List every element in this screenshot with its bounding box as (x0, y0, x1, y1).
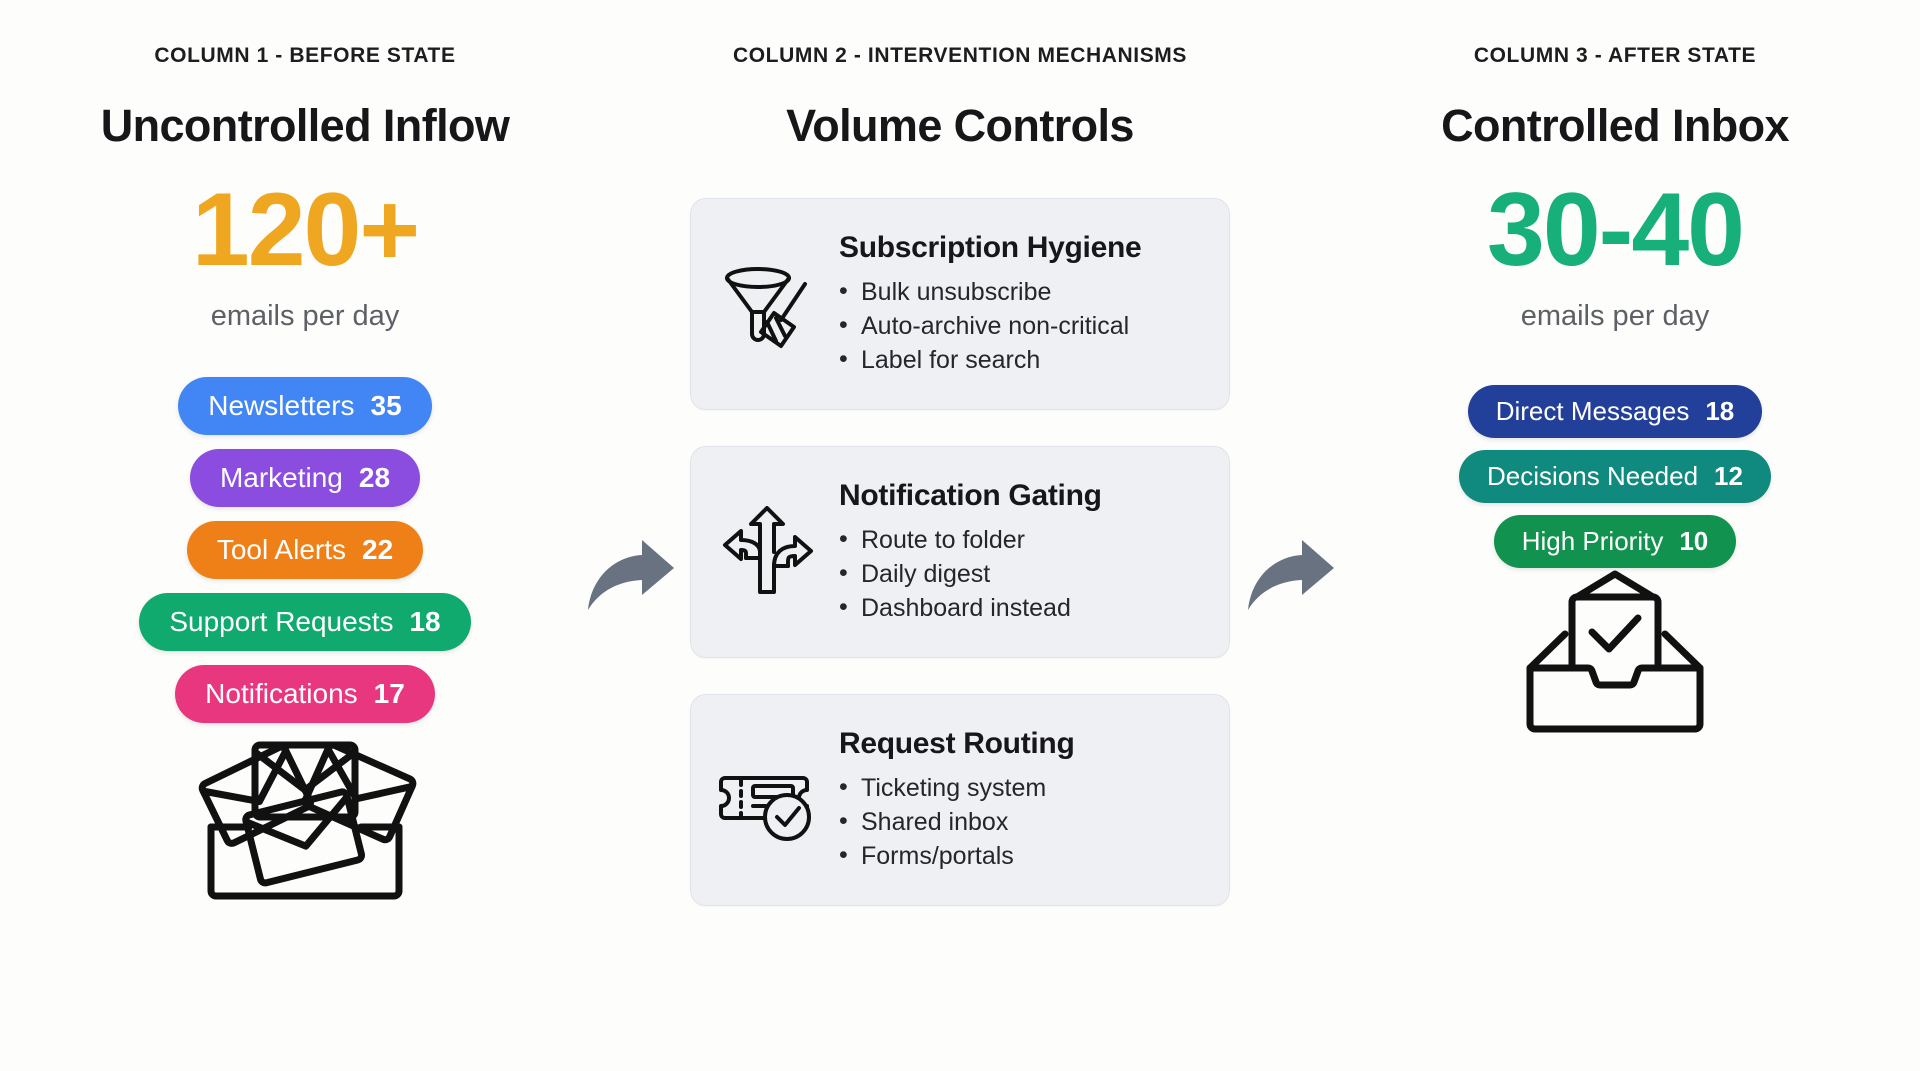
card-bullet-list: Route to folder Daily digest Dashboard i… (839, 522, 1205, 625)
pill-value: 18 (409, 606, 441, 637)
card-title: Notification Gating (839, 479, 1102, 512)
column-3-title: Controlled Inbox (1441, 100, 1789, 151)
before-metric-value: 120+ (191, 172, 420, 288)
pill-direct-messages[interactable]: Direct Messages 18 (1467, 385, 1763, 438)
card-body: Request Routing Ticketing system Shared … (839, 727, 1205, 873)
pill-label: High Priority (1521, 526, 1664, 556)
column-before-state: COLUMN 1 - BEFORE STATE Uncontrolled Inf… (40, 44, 570, 941)
after-metric-value: 30-40 (1487, 172, 1745, 288)
pill-high-priority[interactable]: High Priority 10 (1493, 515, 1737, 568)
column-1-eyebrow: COLUMN 1 - BEFORE STATE (154, 44, 456, 67)
column-intervention-mechanisms: COLUMN 2 - INTERVENTION MECHANISMS Volum… (690, 44, 1230, 906)
flow-arrow-1 (575, 538, 685, 618)
pill-label: Tool Alerts (216, 534, 346, 565)
overflowing-mail-tray-icon (189, 723, 421, 941)
list-item: Daily digest (839, 556, 1205, 591)
list-item: Label for search (839, 342, 1205, 377)
list-item: Forms/portals (839, 838, 1205, 873)
pill-label: Support Requests (169, 606, 394, 637)
list-item: Bulk unsubscribe (839, 274, 1205, 309)
pill-decisions-needed[interactable]: Decisions Needed 12 (1459, 450, 1771, 503)
mechanism-cards: Subscription Hygiene Bulk unsubscribe Au… (690, 198, 1230, 906)
after-metric-unit: emails per day (1520, 300, 1710, 332)
column-1-title: Uncontrolled Inflow (100, 100, 510, 151)
ticket-check-icon (715, 754, 819, 846)
pill-value: 18 (1705, 396, 1735, 426)
before-category-pills: Newsletters 35 Marketing 28 Tool Alerts … (139, 377, 471, 723)
pill-notifications[interactable]: Notifications 17 (175, 665, 435, 723)
funnel-broom-icon (715, 258, 819, 350)
column-after-state: COLUMN 3 - AFTER STATE Controlled Inbox … (1350, 44, 1880, 774)
pill-support-requests[interactable]: Support Requests 18 (139, 593, 471, 651)
pill-newsletters[interactable]: Newsletters 35 (178, 377, 432, 435)
list-item: Auto-archive non-critical (839, 308, 1205, 343)
pill-value: 35 (370, 390, 402, 421)
card-title: Request Routing (839, 727, 1075, 760)
pill-label: Notifications (205, 678, 358, 709)
card-bullet-list: Bulk unsubscribe Auto-archive non-critic… (839, 274, 1205, 377)
before-metric-unit: emails per day (210, 300, 400, 332)
list-item: Dashboard instead (839, 590, 1205, 625)
list-item: Ticketing system (839, 770, 1205, 805)
flow-arrow-2 (1235, 538, 1345, 618)
three-way-arrow-icon (715, 506, 819, 598)
pill-label: Marketing (219, 462, 343, 493)
column-2-title: Volume Controls (786, 100, 1134, 151)
pill-label: Newsletters (208, 390, 355, 421)
pill-label: Direct Messages (1495, 396, 1690, 426)
column-3-eyebrow: COLUMN 3 - AFTER STATE (1473, 44, 1757, 67)
pill-label: Decisions Needed (1487, 461, 1699, 491)
column-2-eyebrow: COLUMN 2 - INTERVENTION MECHANISMS (732, 44, 1188, 67)
pill-value: 12 (1714, 461, 1743, 491)
card-subscription-hygiene[interactable]: Subscription Hygiene Bulk unsubscribe Au… (690, 198, 1230, 410)
card-notification-gating[interactable]: Notification Gating Route to folder Dail… (690, 446, 1230, 658)
inbox-check-tray-icon (1520, 568, 1710, 774)
card-bullet-list: Ticketing system Shared inbox Forms/port… (839, 770, 1205, 873)
pill-marketing[interactable]: Marketing 28 (189, 449, 421, 507)
pill-value: 10 (1679, 526, 1709, 556)
card-body: Subscription Hygiene Bulk unsubscribe Au… (839, 231, 1205, 377)
pill-value: 17 (373, 678, 405, 709)
list-item: Route to folder (839, 522, 1205, 557)
card-title: Subscription Hygiene (839, 231, 1142, 264)
card-body: Notification Gating Route to folder Dail… (839, 479, 1205, 625)
after-category-pills: Direct Messages 18 Decisions Needed 12 H… (1459, 385, 1771, 568)
pill-value: 28 (358, 462, 391, 493)
list-item: Shared inbox (839, 804, 1205, 839)
card-request-routing[interactable]: Request Routing Ticketing system Shared … (690, 694, 1230, 906)
pill-value: 22 (362, 534, 394, 565)
pill-tool-alerts[interactable]: Tool Alerts 22 (186, 521, 424, 579)
